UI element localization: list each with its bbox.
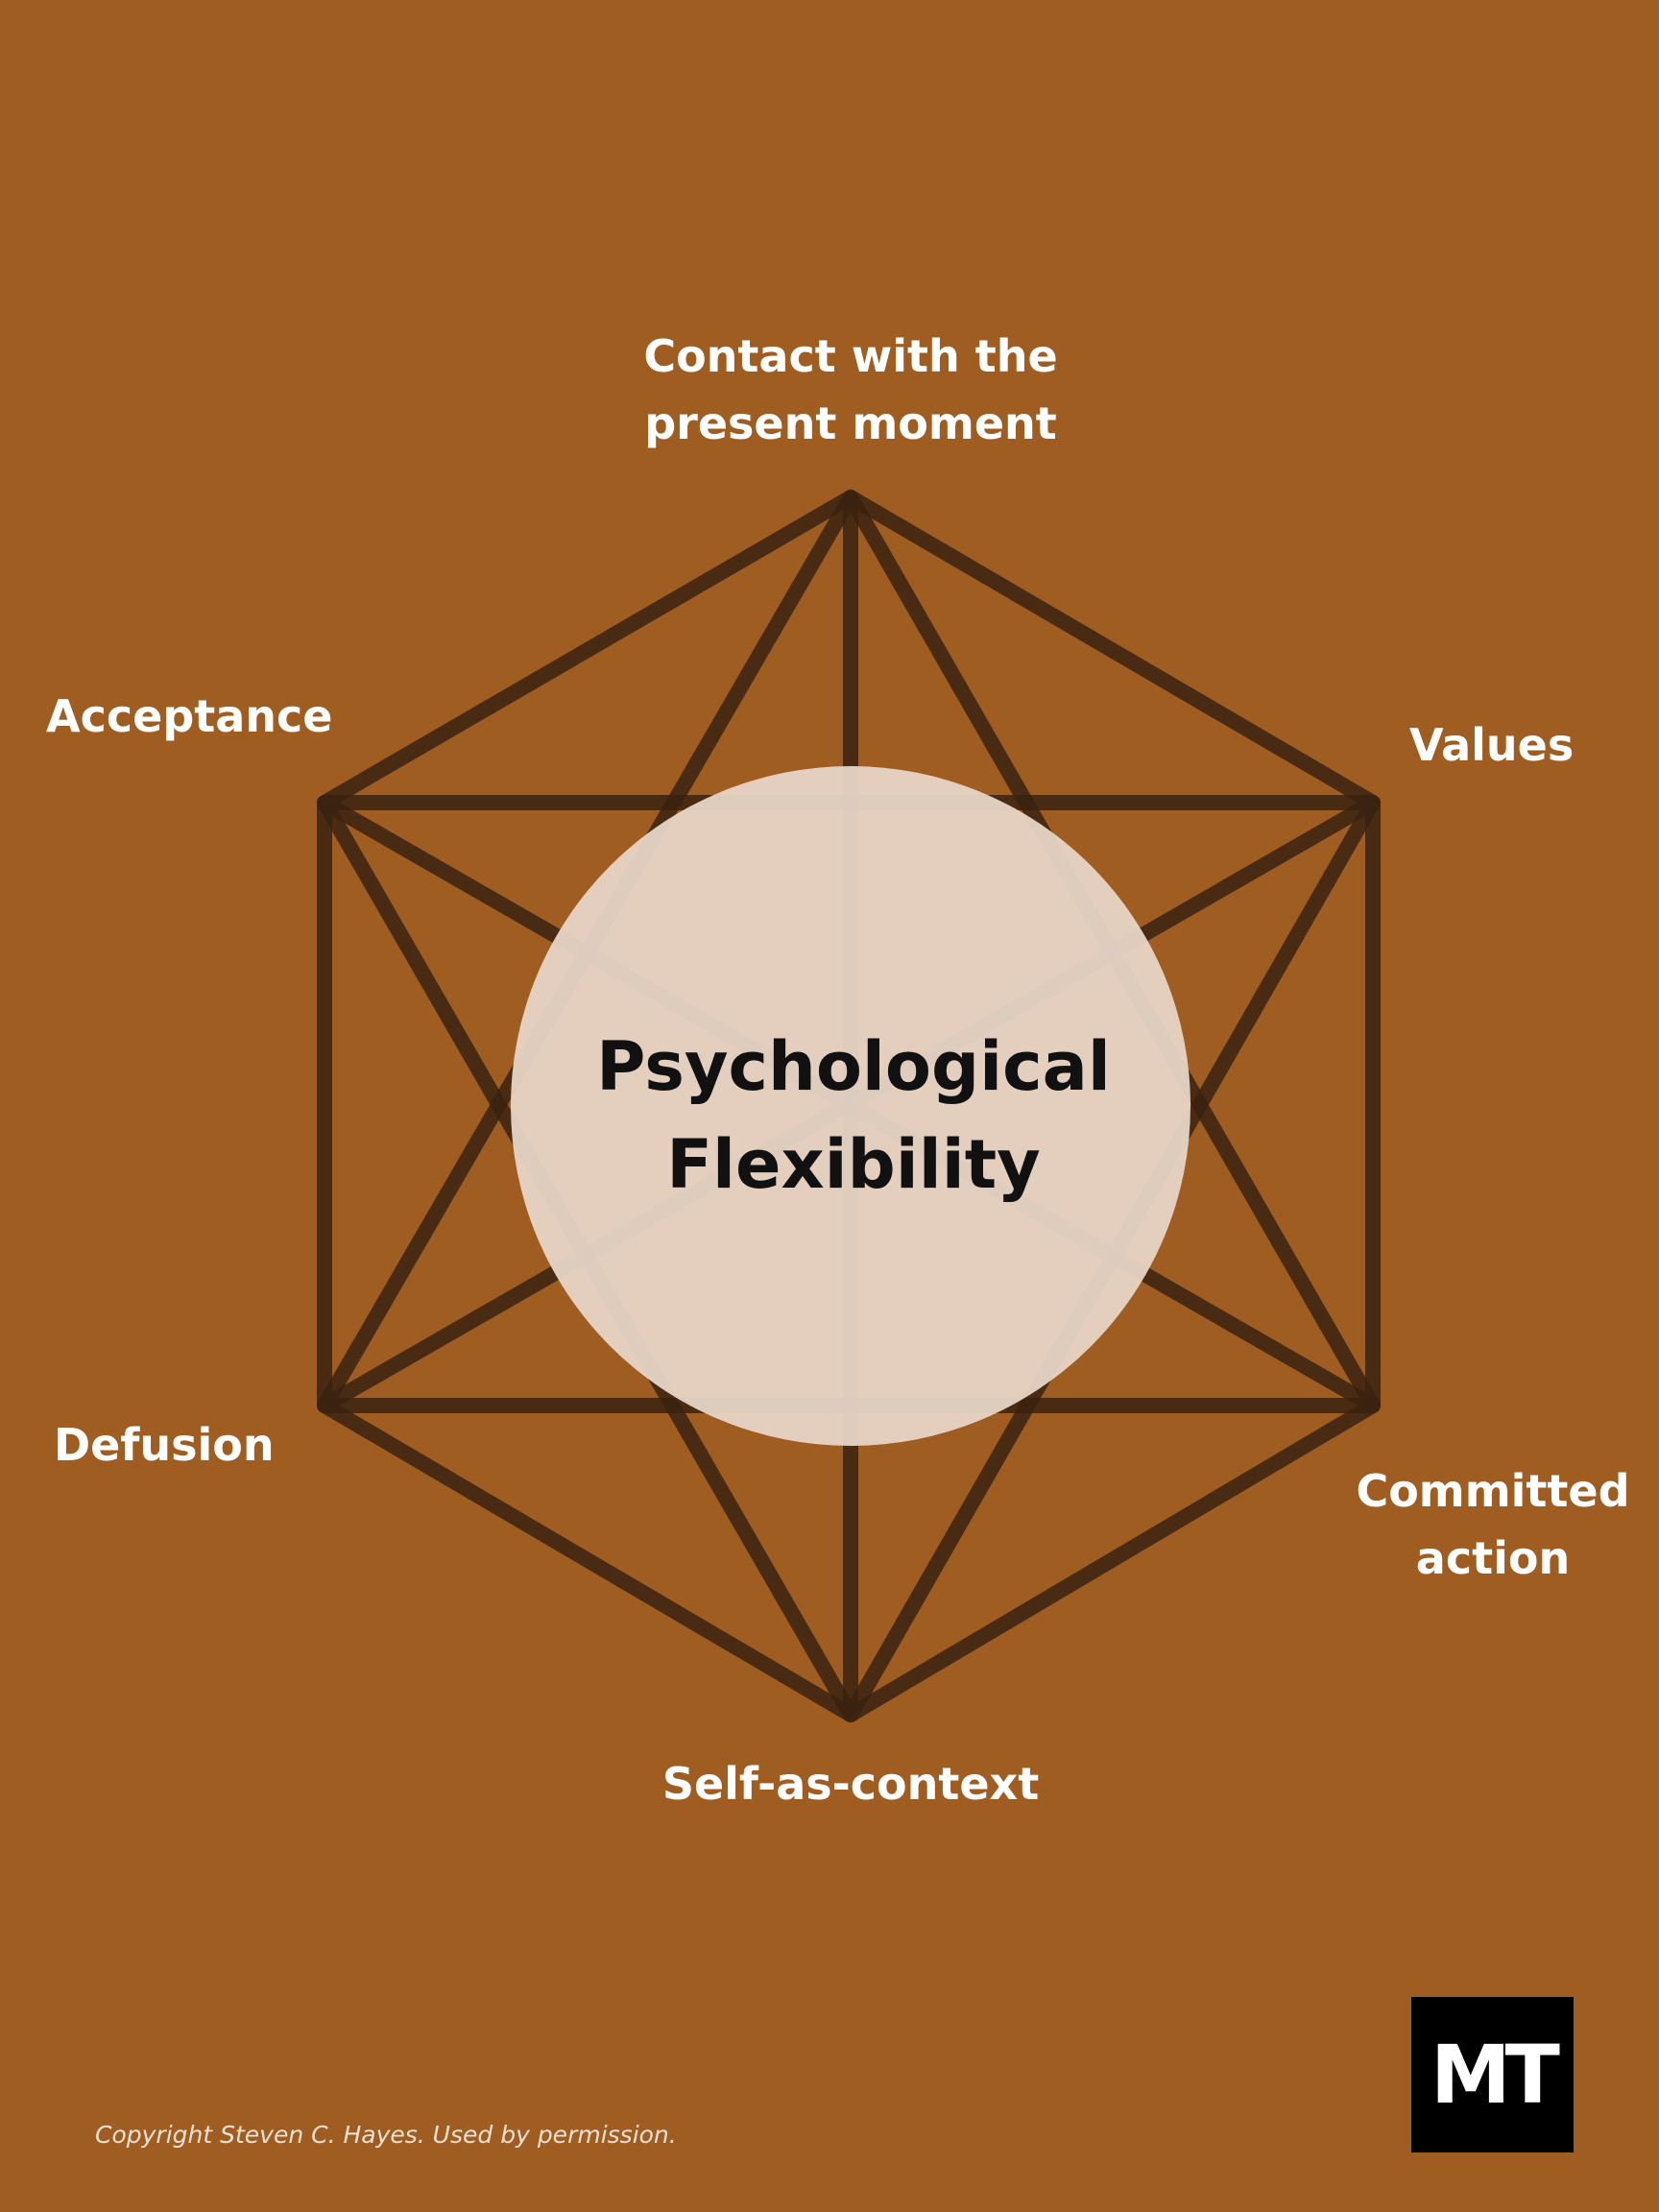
label-defusion: Defusion [54, 1419, 275, 1471]
label-present-moment-line1: Contact with the [643, 330, 1058, 382]
center-disc [511, 766, 1190, 1446]
label-committed-action-line2: action [1415, 1532, 1571, 1584]
mt-logo: MT [1411, 1997, 1574, 2152]
label-committed-action: Committed action [1334, 1457, 1651, 1592]
label-present-moment: Contact with the present moment [576, 323, 1125, 457]
label-self-as-context: Self-as-context [661, 1758, 1040, 1810]
label-values: Values [1409, 719, 1575, 771]
label-acceptance: Acceptance [46, 690, 333, 742]
center-title: Psychological Flexibility [513, 1018, 1194, 1214]
label-committed-action-line1: Committed [1356, 1465, 1630, 1517]
center-title-line1: Psychological [596, 1027, 1111, 1106]
center-title-line2: Flexibility [666, 1125, 1041, 1204]
label-present-moment-line2: present moment [644, 397, 1057, 449]
copyright-note: Copyright Steven C. Hayes. Used by permi… [95, 2121, 677, 2149]
